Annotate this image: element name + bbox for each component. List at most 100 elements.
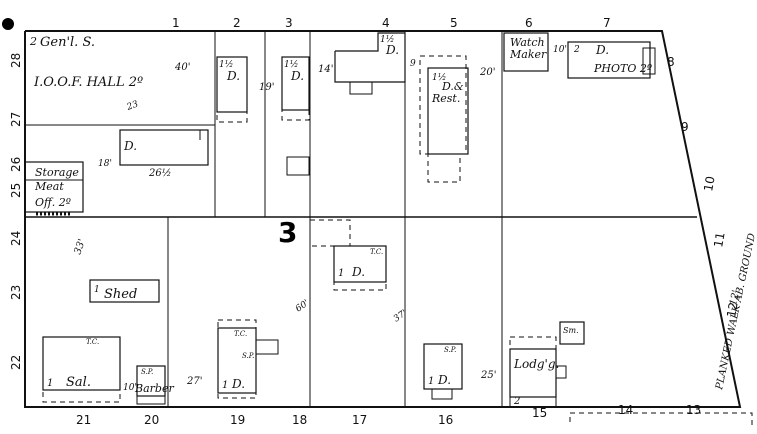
dwelling-lot4-label: D. — [385, 43, 399, 57]
dim-23: 23 — [125, 99, 140, 113]
dwelling-lot2: 1½ D. 19' — [216, 56, 274, 123]
small-building-label: Sm. — [563, 326, 579, 335]
dwelling-lot17-tc: T.C. — [370, 248, 383, 256]
bottom-lot-numbers: 21 20 19 18 17 16 15 14 13 — [76, 403, 701, 427]
lot-number-bottom-18: 18 — [292, 413, 307, 427]
office-label: Off. 2º — [35, 196, 71, 209]
dwelling-lot2-story: 1½ — [219, 59, 233, 70]
lower-left-area: 33' 1 Shed — [72, 238, 160, 303]
lot-number-left-24: 24 — [9, 231, 23, 246]
lot-number-right-10: 10 — [701, 175, 717, 192]
lot-number-top-6: 6 — [525, 16, 533, 30]
photo-story: 2 — [573, 45, 580, 55]
dim-9: 9 — [410, 59, 416, 69]
lot-number-left-27: 27 — [9, 112, 23, 127]
photo-dwelling-label: D. — [595, 43, 609, 57]
dwelling-lot1: D. 26½ — [119, 129, 209, 179]
dwelling-lot3: 1½ D. — [281, 56, 310, 176]
photo-studio-building: 10' 2 D. PHOTO 2º — [553, 41, 656, 79]
dim-25: 25' — [480, 370, 496, 381]
top-lot-numbers: 1 2 3 4 5 6 7 — [172, 16, 611, 30]
saloon-tc: T.C. — [86, 338, 99, 346]
dwelling-lot16-label: D. — [437, 373, 451, 387]
dim-40: 40' — [174, 62, 190, 73]
photo-dim-10: 10' — [553, 45, 567, 55]
lot-number-top-2: 2 — [233, 16, 241, 30]
lodging-building: Lodg'g. 2 Sm. — [509, 321, 585, 408]
lodging-label: Lodg'g. — [513, 357, 559, 371]
barber-dim-10: 10' — [123, 383, 137, 393]
dwelling-lot3-story: 1½ — [284, 59, 298, 70]
dwelling-lot1-label: D. — [123, 139, 137, 153]
saloon-count: 1 — [47, 378, 53, 389]
lot-number-left-25: 25 — [9, 183, 23, 198]
watch-maker-label-2: Maker — [509, 48, 547, 61]
photo-label: PHOTO 2º — [593, 62, 652, 75]
lodging-count: 2 — [513, 396, 520, 407]
lot-number-bottom-19: 19 — [230, 413, 245, 427]
dim-14: 14' — [318, 64, 333, 75]
shed-label: Shed — [104, 287, 137, 302]
lot-number-bottom-17: 17 — [352, 413, 367, 427]
hall-general-store-label: Gen'l. S. — [40, 35, 95, 50]
lot-number-bottom-16: 16 — [438, 413, 453, 427]
dim-37: 37' — [392, 308, 409, 324]
lot-number-right-9: 9 — [681, 120, 689, 134]
dwelling-rest-label: D.& — [441, 80, 464, 93]
lot-number-bottom-14: 14 — [618, 403, 633, 417]
hall-ioof-label: I.O.O.F. HALL 2º — [33, 75, 143, 90]
meat-label: Meat — [34, 180, 64, 193]
restaurant-label: Rest. — [431, 92, 460, 105]
barber-label: Barber — [134, 382, 174, 395]
dwelling-lot19-sp: S.P. — [242, 352, 254, 360]
dwelling-lot4-story: 1½ — [380, 34, 394, 45]
sheet-bullet-marker — [2, 18, 14, 30]
right-lot-numbers: 8 9 10 11 12 — [667, 55, 741, 319]
dwelling-lot16-count: 1 — [428, 376, 434, 387]
ioof-hall-building: 2 Gen'l. S. I.O.O.F. HALL 2º 40' 23 18' — [29, 35, 190, 169]
lot-number-right-12: 12 — [724, 301, 740, 318]
lot-number-top-1: 1 — [172, 16, 180, 30]
lot-number-right-8: 8 — [667, 55, 675, 69]
storage-label: Storage — [35, 166, 79, 179]
lot-number-top-5: 5 — [450, 16, 458, 30]
block-number: 3 — [278, 216, 297, 249]
dwelling-lot16: S.P. 1 D. 25' — [423, 343, 496, 400]
dim-18: 18' — [98, 159, 112, 169]
dwelling-lot19-label: D. — [231, 377, 245, 391]
lot-number-left-23: 23 — [9, 285, 23, 300]
lot-number-bottom-20: 20 — [144, 413, 159, 427]
lot-number-top-3: 3 — [285, 16, 293, 30]
dwelling-lot3-label: D. — [290, 69, 304, 83]
lot-number-left-28: 28 — [9, 53, 23, 68]
saloon-label: Sal. — [66, 375, 91, 390]
dim-27: 27' — [186, 376, 202, 387]
dwelling-restaurant-lot5: 1½ D.& Rest. 9 20' — [410, 55, 495, 183]
dim-26: 26½ — [148, 168, 171, 179]
block-outline — [24, 30, 753, 425]
shed-count: 1 — [94, 285, 100, 295]
watch-maker-label-1: Watch — [510, 36, 545, 49]
dwelling-lot16-sp: S.P. — [444, 346, 456, 354]
lot-number-right-11: 11 — [711, 231, 727, 248]
dwelling-lot17-count: 1 — [338, 268, 344, 279]
planked-walk-width: 12' — [728, 289, 742, 306]
dwelling-lot19-count: 1 — [222, 380, 228, 391]
dim-20: 20' — [479, 67, 495, 78]
dwelling-lot4: 1½ D. 14' — [318, 32, 406, 95]
hall-story-count: 2 — [29, 35, 37, 48]
left-lot-numbers: 28 27 26 25 24 23 22 — [9, 53, 23, 370]
dim-33: 33' — [72, 238, 88, 256]
barber-building: S.P. Barber — [134, 365, 174, 405]
lot-number-top-7: 7 — [603, 16, 611, 30]
dwelling-lot2-label: D. — [226, 69, 240, 83]
dwelling-lot17: T.C. 1 D. 60' 37' — [294, 219, 409, 324]
storage-meat-office-building: Storage Meat Off. 2º — [24, 161, 84, 216]
dwelling-rest-story: 1½ — [432, 72, 446, 83]
dwelling-lot19-tc: T.C. — [234, 330, 247, 338]
lot-number-top-4: 4 — [382, 16, 390, 30]
dwelling-lot19: T.C. S.P. 1 D. 27' — [186, 319, 279, 399]
barber-sp: S.P. — [141, 368, 153, 376]
lot-number-left-22: 22 — [9, 355, 23, 370]
